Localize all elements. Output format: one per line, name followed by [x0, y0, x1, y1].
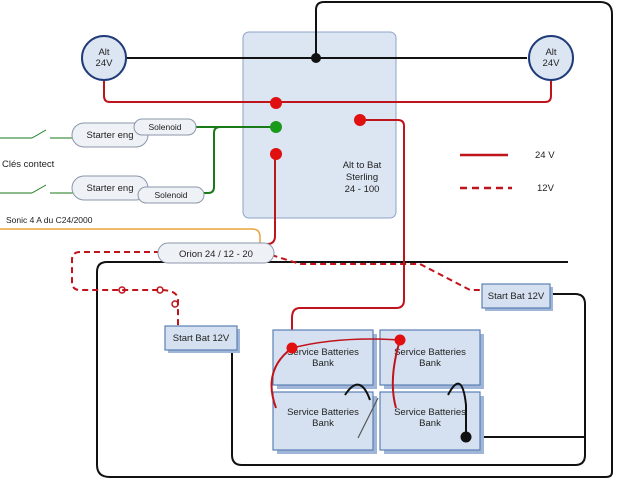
red-dashed-12v-right — [261, 251, 486, 291]
start-battery-left: Start Bat 12V — [164, 325, 240, 353]
red-dashed-12v — [71, 251, 179, 328]
alternator-right-line2: 24V — [543, 58, 561, 69]
service-battery-2-line1: Service Batteries — [394, 347, 466, 358]
terminal-red-right — [354, 114, 366, 126]
service-battery-4-line2: Bank — [419, 418, 441, 429]
red-jumper-right — [391, 339, 401, 409]
black-jumper-left — [344, 383, 371, 401]
service-terminal-red-2 — [394, 334, 406, 346]
service-battery-3-line2: Bank — [312, 418, 334, 429]
starter-2-solenoid: Solenoid — [154, 190, 187, 200]
service-battery-4-line1: Service Batteries — [394, 407, 466, 418]
black-wire-right-loop — [231, 293, 586, 466]
service-terminal-red-1 — [286, 342, 298, 354]
key-switch-2 — [0, 184, 74, 194]
service-battery-1-line2: Bank — [312, 358, 334, 369]
service-battery-3-line1: Service Batteries — [287, 407, 359, 418]
red-jumper-left — [270, 347, 293, 409]
black-cross-link — [357, 397, 379, 439]
starter-1-solenoid: Solenoid — [148, 122, 181, 132]
start-battery-right: Start Bat 12V — [481, 283, 553, 311]
start-bat-left-label: Start Bat 12V — [173, 333, 230, 344]
service-battery-3: Service Batteries Bank — [272, 391, 377, 454]
terminal-red-bottom — [270, 148, 282, 160]
terminal-black-top — [311, 53, 321, 63]
red-bridge — [291, 338, 401, 349]
alternator-left-line2: 24V — [96, 58, 114, 69]
alternator-right-line1: Alt — [545, 47, 556, 58]
black-jumper-right — [447, 382, 467, 437]
terminal-red-top — [270, 97, 282, 109]
red-wire-alternators — [103, 80, 552, 103]
service-battery-1-line1: Service Batteries — [287, 347, 359, 358]
alternator-left-line1: Alt — [98, 47, 109, 58]
dashed-junction-1 — [118, 286, 126, 294]
sterling-line3: 24 - 100 — [345, 184, 380, 195]
black-wire-top-loop — [96, 1, 613, 478]
alternator-left: Alt 24V — [81, 35, 127, 81]
green-wire-solenoid-2 — [204, 126, 221, 194]
legend-solid-label: 24 V — [535, 150, 555, 161]
sterling-line1: Alt to Bat — [343, 160, 382, 171]
sonic-label: Sonic 4 A du C24/2000 — [6, 215, 93, 225]
orange-wire-sonic — [0, 228, 261, 246]
service-battery-4: Service Batteries Bank — [379, 391, 484, 454]
starter-1-label: Starter eng — [87, 130, 134, 141]
start-bat-right-label: Start Bat 12V — [488, 291, 545, 302]
key-switch-1 — [0, 129, 74, 139]
sterling-line2: Sterling — [346, 172, 378, 183]
dashed-junction-3 — [171, 300, 179, 308]
orion-label: Orion 24 / 12 - 20 — [179, 249, 253, 260]
red-wire-to-service — [291, 119, 405, 348]
starter-2-label: Starter eng — [87, 183, 134, 194]
starter-2: Starter eng Solenoid — [71, 175, 205, 204]
orion-converter: Orion 24 / 12 - 20 — [157, 242, 275, 264]
legend-dashed-label: 12V — [537, 183, 555, 194]
alternator-right: Alt 24V — [528, 35, 574, 81]
service-terminal-black — [460, 431, 472, 443]
service-battery-2-line2: Bank — [419, 358, 441, 369]
terminal-green — [270, 121, 282, 133]
sterling-panel — [242, 31, 397, 219]
dashed-junction-2 — [156, 286, 164, 294]
service-battery-1: Service Batteries Bank — [272, 329, 377, 389]
key-switch-label: Clés contect — [2, 159, 55, 170]
starter-1: Starter eng Solenoid — [71, 118, 197, 148]
